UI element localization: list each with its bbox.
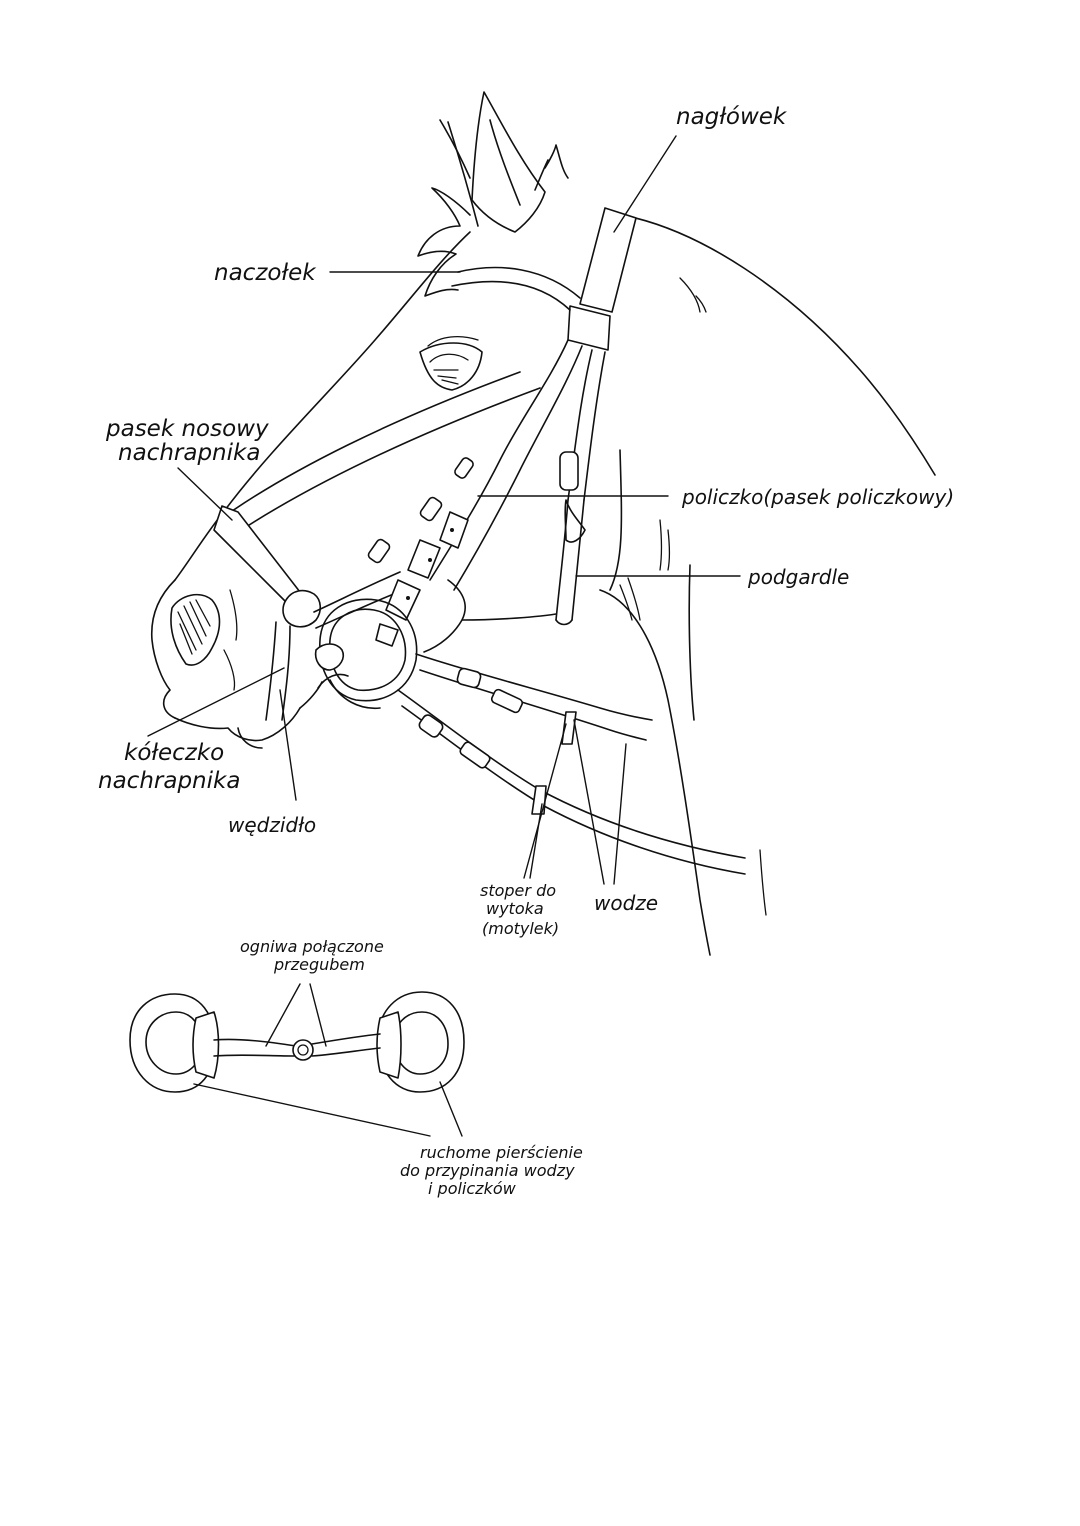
horse-head-drawing [150,91,936,956]
label-naczolek: naczołek [214,260,317,286]
label-stoper-line2: wytoka [486,899,544,918]
leader-lines [147,135,741,885]
label-podgardle: podgardle [747,565,849,589]
label-stoper-line1: stoper do [480,881,556,900]
label-ruchome-line3: i policzków [428,1179,517,1198]
label-ogniwa-line2: przegubem [273,955,365,974]
label-policzko: policzko(pasek policzkowy) [681,485,954,509]
label-stoper-line3: (motylek) [482,919,559,938]
label-koleczko-line2: nachrapnika [98,768,240,794]
label-koleczko-line1: kółeczko [124,740,224,766]
bridle-straps [213,207,746,875]
snaffle-bit-drawing [129,983,465,1137]
label-wedzidlo: wędzidło [228,813,316,837]
diagram-labels: nagłówek naczołek pasek nosowy nachrapni… [98,104,954,1198]
label-naglowek: nagłówek [676,104,788,130]
label-ruchome-line2: do przypinania wodzy [400,1161,575,1180]
label-ogniwa-line1: ogniwa połączone [240,937,384,956]
label-ruchome-line1: ruchome pierścienie [420,1143,583,1162]
label-pasek-nosowy-line2: nachrapnika [118,440,260,466]
label-wodze: wodze [594,891,658,915]
label-pasek-nosowy-line1: pasek nosowy [105,416,269,442]
